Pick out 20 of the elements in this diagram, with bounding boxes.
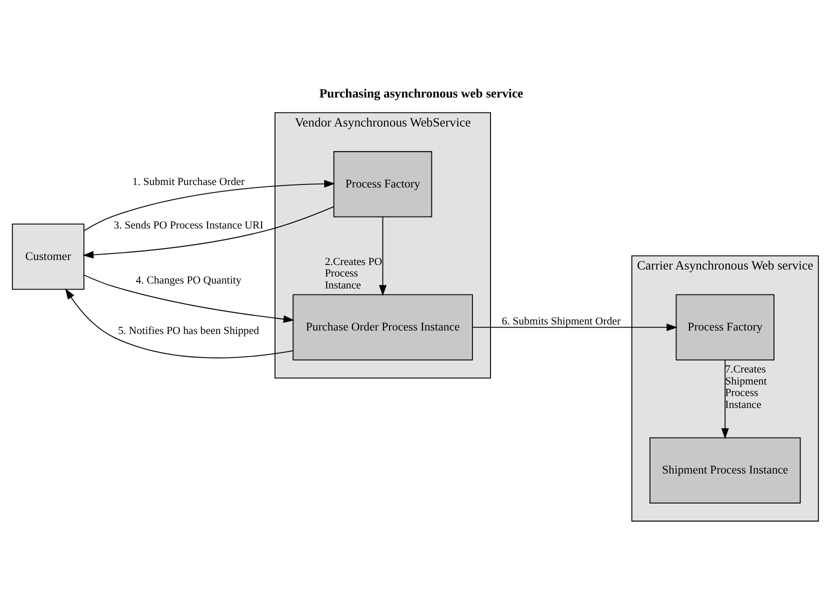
arrow [82, 206, 334, 259]
edge-label: 5. Notifies PO has been Shipped [118, 325, 260, 338]
edge-label: 4. Changes PO Quantity [136, 274, 242, 286]
edge-label: 7.Creates Shipment Process Instance [725, 364, 767, 411]
arrow [472, 324, 678, 332]
arrow [378, 216, 387, 296]
node-box: Purchase Order Process Instance [292, 294, 473, 360]
node-box: Process Factory [676, 294, 774, 360]
node-box: Process Factory [333, 151, 432, 218]
arrow [84, 274, 294, 323]
edge-label: 6. Submits Shipment Order [502, 315, 621, 328]
node-box: Customer [12, 224, 84, 290]
arrow [65, 288, 294, 358]
node-box: Shipment Process Instance [649, 437, 801, 504]
arrow [84, 180, 336, 232]
edge-label: 1. Submit Purchase Order [132, 176, 245, 188]
edge-label: 3. Sends PO Process Instance URI [114, 219, 264, 232]
edge-label: 2.Creates PO Process Instance [324, 256, 382, 292]
diagram-title: Purchasing asynchronous web service [319, 86, 524, 100]
arrow [721, 360, 729, 440]
